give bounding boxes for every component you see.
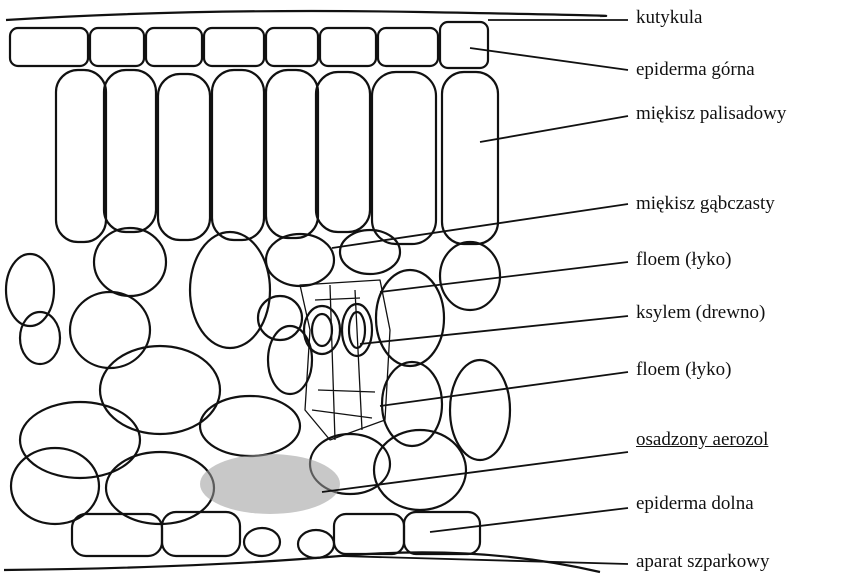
label-lower-epidermis: epiderma dolna bbox=[636, 494, 754, 513]
label-phloem-top: floem (łyko) bbox=[636, 250, 732, 269]
label-xylem: ksylem (drewno) bbox=[636, 303, 765, 322]
label-palisade: miękisz palisadowy bbox=[636, 104, 786, 123]
upper-epidermis bbox=[10, 22, 488, 68]
label-spongy: miękisz gąbczasty bbox=[636, 194, 775, 213]
cuticle-line bbox=[6, 11, 606, 20]
palisade-parenchyma bbox=[56, 70, 498, 244]
label-cuticle: kutykula bbox=[636, 8, 703, 27]
label-upper-epidermis: epiderma górna bbox=[636, 60, 755, 79]
stoma-guard-cells bbox=[244, 528, 334, 558]
label-stoma: aparat szparkowy bbox=[636, 552, 769, 571]
aerosol-particles bbox=[200, 454, 340, 514]
leader-lines bbox=[322, 20, 628, 564]
xylem-vessels bbox=[304, 304, 372, 356]
label-phloem-bottom: floem (łyko) bbox=[636, 360, 732, 379]
label-aerosol: osadzony aerozol bbox=[636, 430, 768, 449]
